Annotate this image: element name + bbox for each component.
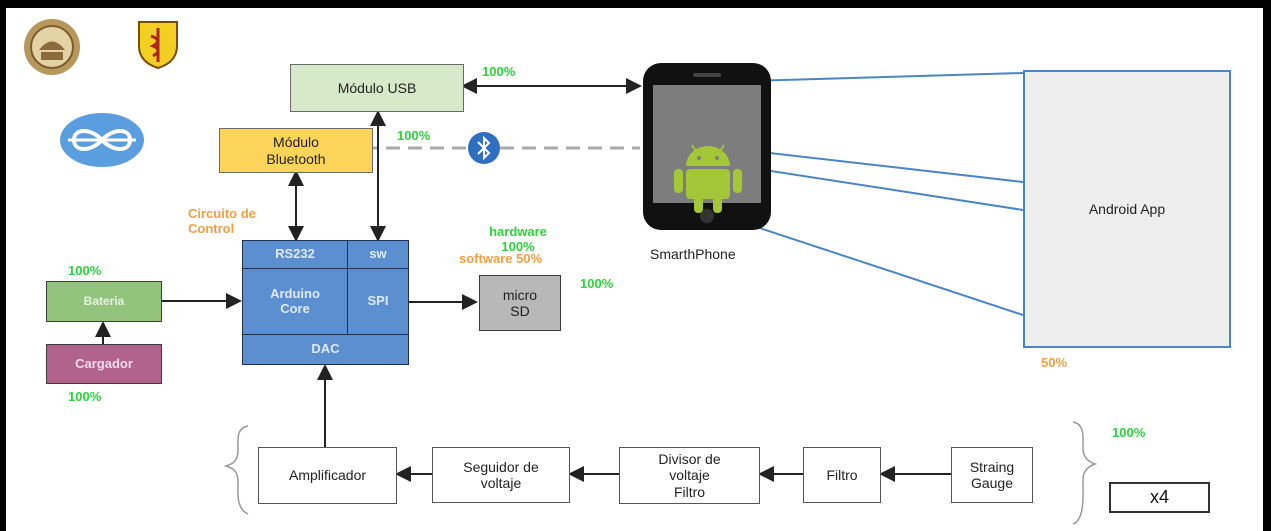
dac-box: DAC [242, 334, 409, 365]
bluetooth-percent: 100% [397, 128, 431, 143]
divisor-label-line1: Divisor de [658, 451, 721, 468]
bluetooth-icon [468, 132, 500, 164]
android-icon [674, 144, 742, 213]
bateria-percent: 100% [68, 263, 102, 278]
cargador-box: Cargador [46, 344, 162, 384]
sensor-chain-percent: 100% [1112, 425, 1146, 440]
arduino-label-line2: Core [280, 300, 310, 316]
sw-label: sw [369, 246, 387, 262]
hardware-percent: hardware 100% [477, 224, 559, 255]
smartphone-label: SmarthPhone [650, 246, 736, 262]
medical-shield-icon [138, 21, 178, 70]
cargador-percent: 100% [68, 389, 102, 404]
usb-module-label: Módulo USB [337, 79, 417, 96]
microsd-label-line1: micro [502, 286, 538, 303]
amplificador-box: Amplificador [258, 447, 397, 504]
straing-gauge-box: Straing Gauge [951, 447, 1033, 503]
seguidor-label-line1: Seguidor de [463, 458, 539, 475]
seguidor-label-line2: voltaje [480, 475, 522, 491]
cargador-label: Cargador [75, 355, 133, 371]
rs232-label: RS232 [275, 246, 315, 262]
university-seal-icon [24, 19, 80, 75]
infinity-logo-icon [60, 113, 144, 167]
microsd-label-line2: SD [510, 303, 530, 319]
amplificador-label: Amplificador [288, 467, 367, 484]
control-circuit-label: Circuito de Control [188, 206, 256, 237]
hardware-line1: hardware [489, 224, 547, 239]
spi-box: SPI [347, 268, 409, 335]
smartphone-speaker [693, 73, 721, 77]
x4-multiplier-box: x4 [1109, 482, 1210, 513]
seguidor-box: Seguidor de voltaje [432, 447, 570, 503]
usb-module-box: Módulo USB [290, 64, 464, 112]
bateria-label: Bateria [83, 293, 125, 308]
microsd-box: micro SD [479, 275, 561, 331]
dac-label: DAC [311, 341, 340, 357]
sw-box: sw [347, 240, 409, 269]
arduino-label-line1: Arduino [270, 285, 320, 301]
filtro-label: Filtro [826, 466, 858, 483]
android-app-percent: 50% [1041, 355, 1068, 370]
bluetooth-label-line2: Bluetooth [266, 150, 326, 167]
straing-label-line1: Straing [969, 458, 1015, 475]
divisor-label-line3: Filtro [673, 483, 706, 500]
straing-label-line2: Gauge [970, 475, 1014, 491]
usb-percent: 100% [482, 64, 516, 79]
rs232-box: RS232 [242, 240, 348, 269]
software-percent: software 50% [459, 251, 543, 266]
android-app-label: Android App [1088, 200, 1166, 217]
x4-label: x4 [1149, 487, 1169, 508]
bluetooth-label-line1: Módulo [273, 134, 319, 151]
microsd-percent: 100% [580, 276, 614, 291]
filtro-box: Filtro [803, 447, 881, 503]
left-brace [223, 425, 249, 515]
divisor-box: Divisor de voltaje Filtro [619, 447, 760, 504]
arduino-core-box: Arduino Core [242, 268, 348, 335]
control-label-line2: Control [188, 220, 235, 236]
spi-label: SPI [367, 293, 389, 309]
divisor-label-line2: voltaje [669, 467, 710, 484]
smartphone-home-button [700, 209, 714, 223]
hardware-line2: 100% [501, 238, 535, 254]
bluetooth-module-box: Módulo Bluetooth [219, 128, 373, 173]
android-app-box: Android App [1023, 70, 1231, 348]
control-label-line1: Circuito de [188, 206, 256, 221]
bateria-box: Bateria [46, 281, 162, 322]
right-brace [1072, 421, 1098, 525]
